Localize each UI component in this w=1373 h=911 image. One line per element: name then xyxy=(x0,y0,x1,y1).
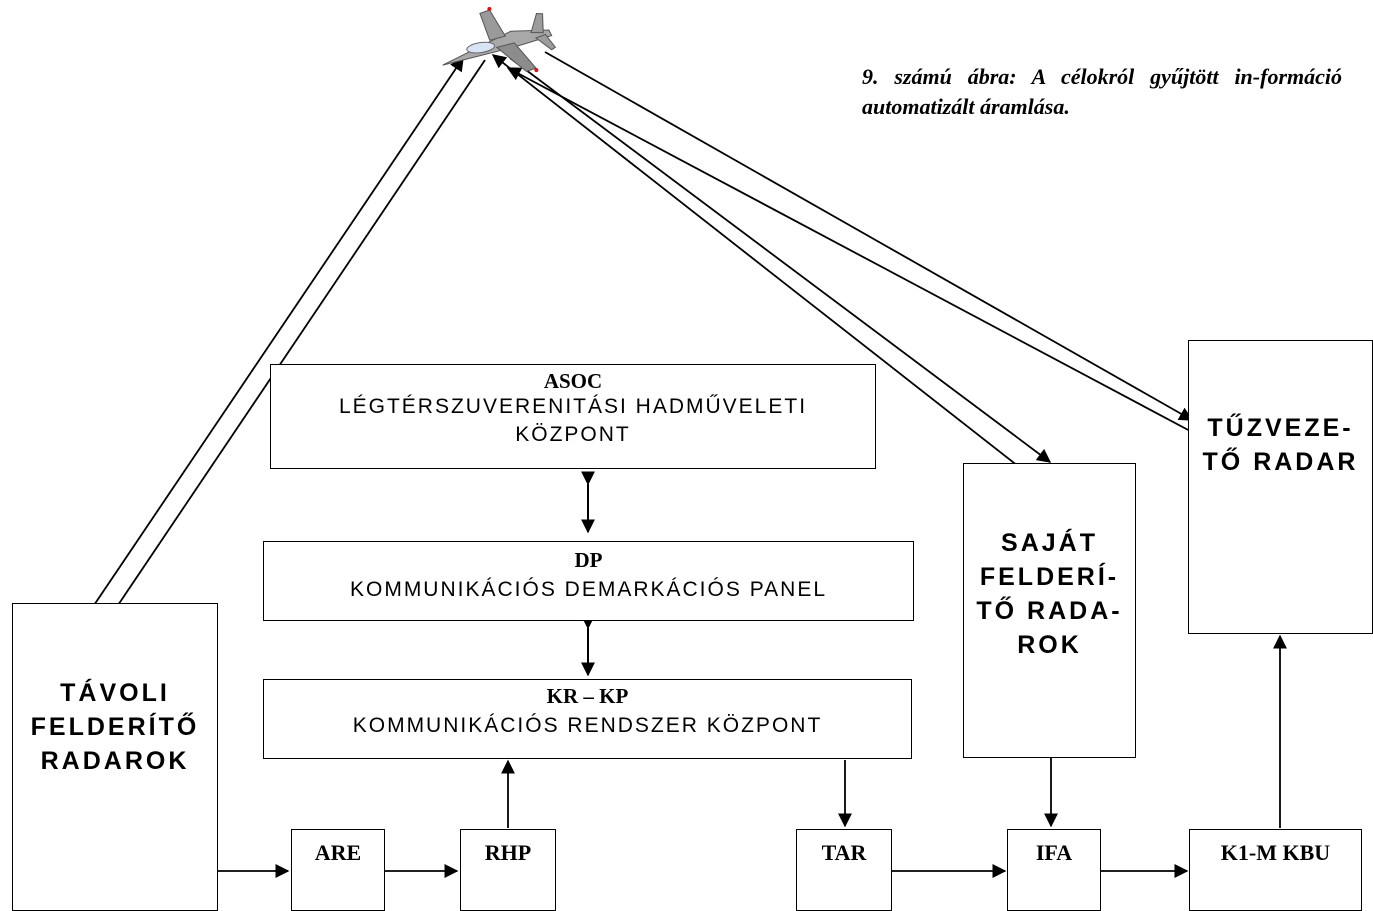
dp-line1: KOMMUNIKÁCIÓS DEMARKÁCIÓS PANEL xyxy=(349,578,828,601)
ifa-box: IFA xyxy=(1007,829,1101,911)
rhp-box: RHP xyxy=(460,829,556,911)
asoc-line1: LÉGTÉRSZUVERENITÁSI HADMŰVELETI xyxy=(338,395,808,418)
sajat-line3: TŐ RADA- xyxy=(976,597,1123,625)
tavoli-felderito-box: TÁVOLI FELDERÍTŐ RADAROK xyxy=(12,603,218,911)
tavoli-line2: FELDERÍTŐ xyxy=(30,713,200,741)
dp-title: DP xyxy=(574,548,603,572)
asoc-box: ASOC LÉGTÉRSZUVERENITÁSI HADMŰVELETI KÖZ… xyxy=(270,364,876,469)
sajat-line1: SAJÁT xyxy=(1001,529,1098,557)
sajat-line4: ROK xyxy=(1017,631,1082,659)
k1m-title: K1-M KBU xyxy=(1220,840,1331,865)
tuzvezeto-line2: TŐ RADAR xyxy=(1202,448,1359,476)
krkp-box: KR – KP KOMMUNIKÁCIÓS RENDSZER KÖZPONT xyxy=(263,679,912,759)
link-aircraft-to-tuzvezeto xyxy=(544,51,1194,421)
fighter-jet-icon xyxy=(442,7,557,73)
asoc-line2: KÖZPONT xyxy=(515,423,631,446)
krkp-title: KR – KP xyxy=(546,684,629,708)
k1m-kbu-box: K1-M KBU xyxy=(1189,829,1362,911)
tavoli-line1: TÁVOLI xyxy=(60,679,170,707)
tar-title: TAR xyxy=(821,840,867,865)
figure-caption: 9. számú ábra: A célokról gyűjtött in-fo… xyxy=(862,64,1342,119)
are-box: ARE xyxy=(291,829,385,911)
link-tuzvezeto-to-aircraft xyxy=(506,67,1193,433)
tuzvezeto-radar-box: TŰZVEZE- TŐ RADAR xyxy=(1188,340,1373,634)
rhp-title: RHP xyxy=(484,840,532,865)
link-aircraft-to-tavoli xyxy=(109,59,486,619)
tuzvezeto-line1: TŰZVEZE- xyxy=(1207,414,1354,442)
link-aircraft-to-sajat xyxy=(509,57,1052,463)
ifa-title: IFA xyxy=(1035,840,1073,865)
link-tavoli-to-aircraft xyxy=(85,56,464,618)
asoc-title: ASOC xyxy=(543,369,603,393)
krkp-line1: KOMMUNIKÁCIÓS RENDSZER KÖZPONT xyxy=(352,714,823,737)
tar-box: TAR xyxy=(796,829,892,911)
sajat-felderito-box: SAJÁT FELDERÍ- TŐ RADA- ROK xyxy=(963,463,1136,758)
are-title: ARE xyxy=(314,840,362,865)
link-sajat-to-aircraft xyxy=(491,54,1019,467)
sajat-line2: FELDERÍ- xyxy=(979,563,1120,591)
tavoli-line3: RADAROK xyxy=(40,747,190,775)
dp-box: DP KOMMUNIKÁCIÓS DEMARKÁCIÓS PANEL xyxy=(263,541,914,621)
